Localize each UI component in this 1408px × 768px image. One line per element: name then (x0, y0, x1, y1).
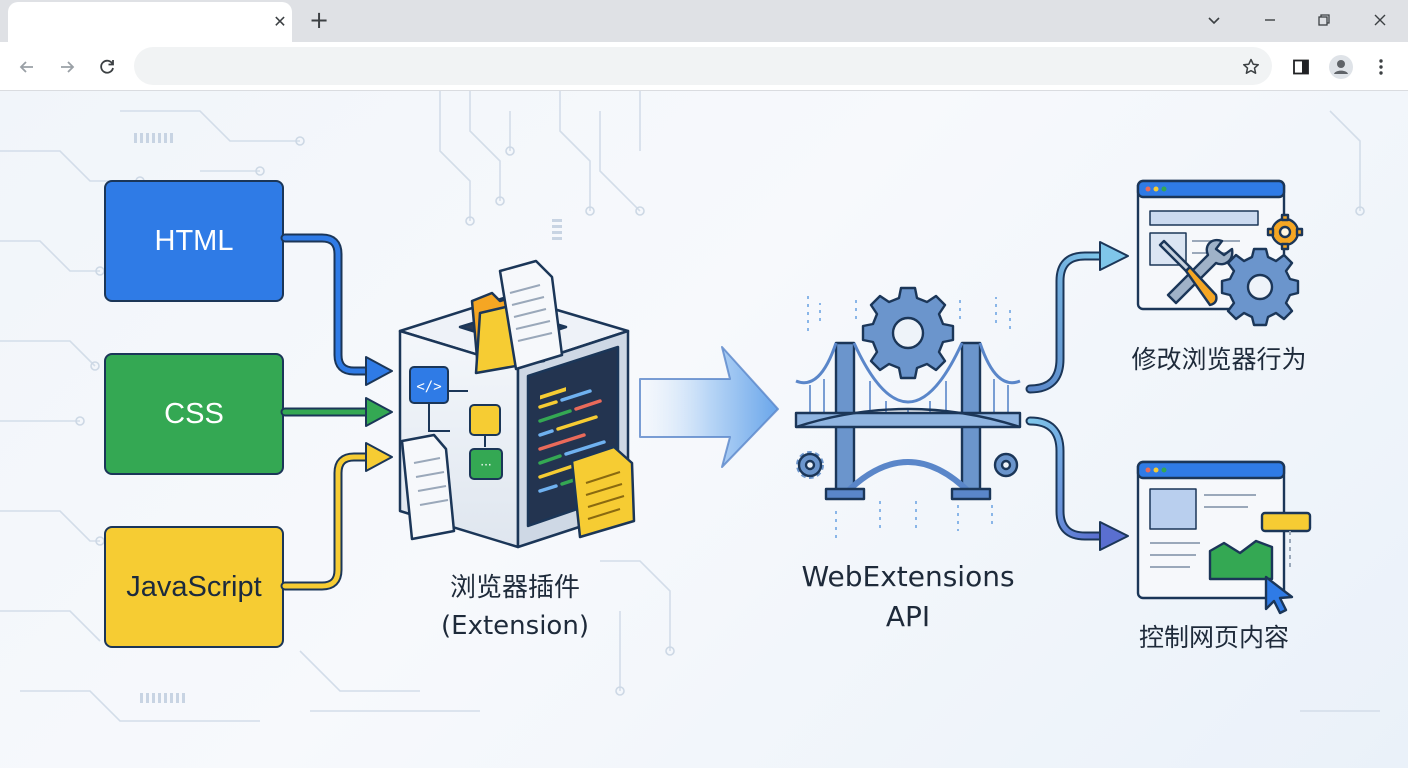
forward-button[interactable] (54, 54, 80, 80)
arrow-right-icon (57, 57, 77, 77)
minimize-button[interactable] (1250, 6, 1290, 34)
diagram-art: </> ··· (0, 91, 1408, 768)
output-connector-bottom (1030, 421, 1128, 550)
avatar-icon (1328, 54, 1354, 80)
tab-strip: ✕ + (0, 0, 1408, 42)
api-label-line2: API (780, 597, 1036, 637)
reload-button[interactable] (94, 54, 120, 80)
modify-browser-behavior-label: 修改浏览器行为 (1104, 344, 1334, 376)
javascript-connector (285, 443, 392, 586)
close-window-button[interactable] (1360, 6, 1400, 34)
menu-button[interactable] (1368, 54, 1394, 80)
browser-toolbar (0, 42, 1408, 91)
close-icon (1372, 12, 1388, 28)
restore-button[interactable] (1304, 6, 1344, 34)
webpage-control-icon (1138, 462, 1310, 613)
api-label-line1: WebExtensions (780, 557, 1036, 597)
css-connector (285, 398, 392, 426)
minimize-icon (1262, 12, 1278, 28)
reload-icon (97, 57, 117, 77)
new-tab-button[interactable]: + (306, 8, 332, 34)
restore-icon (1316, 12, 1332, 28)
gear-icon (863, 288, 953, 378)
browser-tools-icon (1138, 181, 1302, 325)
side-panel-icon (1291, 57, 1311, 77)
side-panel-button[interactable] (1288, 54, 1314, 80)
profile-button[interactable] (1328, 54, 1354, 80)
html-connector (285, 238, 392, 385)
star-icon (1241, 57, 1261, 77)
bridge-icon (796, 288, 1020, 539)
bookmark-button[interactable] (1238, 54, 1264, 80)
api-label: WebExtensions API (780, 557, 1036, 637)
svg-text:</>: </> (416, 379, 441, 395)
tab-search-button[interactable] (1194, 6, 1234, 34)
big-flow-arrow (640, 347, 778, 467)
extension-label: 浏览器插件 (Extension) (410, 569, 620, 645)
extension-label-line2: (Extension) (410, 607, 620, 645)
svg-text:···: ··· (480, 458, 491, 472)
control-page-content-label: 控制网页内容 (1114, 622, 1314, 654)
address-bar[interactable] (134, 47, 1272, 85)
chevron-down-icon (1206, 12, 1222, 28)
arrow-left-icon (17, 57, 37, 77)
extension-label-line1: 浏览器插件 (410, 569, 620, 607)
back-button[interactable] (14, 54, 40, 80)
notes-document-icon (572, 447, 634, 537)
code-document-icon (402, 435, 454, 539)
page-content: HTML CSS JavaScript (0, 91, 1408, 768)
tab-close-button[interactable]: ✕ (270, 12, 290, 32)
active-tab[interactable]: ✕ (8, 2, 292, 42)
more-vert-icon (1371, 57, 1391, 77)
